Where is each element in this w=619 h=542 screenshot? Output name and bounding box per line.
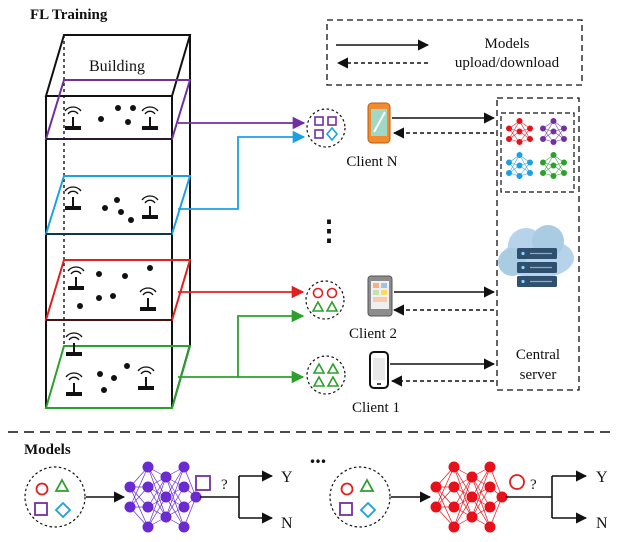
clients-ellipsis: ⋮ (315, 216, 343, 247)
input-data-left (24, 466, 86, 528)
client-1-phone-icon (369, 351, 389, 389)
output-yes-right: Y (596, 469, 608, 486)
models-title: Models (24, 442, 71, 458)
server-model-purple-icon (540, 118, 567, 145)
client-server-links (390, 112, 496, 387)
client-1-data (306, 355, 346, 395)
central-server: Central server (496, 97, 580, 391)
legend: Models upload/download (326, 19, 583, 86)
client-2-tablet-icon (367, 275, 393, 317)
client-1-label: Client 1 (352, 400, 400, 416)
model-left: ? Y N (24, 461, 293, 533)
server-label-line1: Central (516, 347, 560, 363)
neural-network-red-icon (430, 461, 508, 533)
server-model-red-icon (506, 118, 533, 145)
output-no-left: N (281, 515, 293, 532)
neural-network-purple-icon (124, 461, 202, 533)
client-n-phone-icon (367, 102, 391, 144)
input-data-right (329, 466, 391, 528)
fl-training-title: FL Training (30, 7, 108, 23)
client-n-data (306, 108, 346, 148)
client-2-data (305, 280, 345, 320)
server-model-green-icon (540, 152, 567, 179)
green-link-arrow-2 (178, 309, 305, 378)
cyan-link-arrow (178, 130, 306, 210)
floor-green (44, 345, 192, 409)
legend-download-label: upload/download (455, 55, 560, 71)
floor-red (44, 259, 192, 321)
floor-cyan (44, 175, 192, 235)
server-label-line2: server (520, 367, 557, 383)
building: Building (44, 34, 192, 409)
legend-upload-label: Models (485, 36, 530, 52)
client-2-label: Client 2 (349, 326, 397, 342)
server-model-cyan-icon (506, 152, 533, 179)
building-label: Building (89, 58, 145, 75)
output-yes-left: Y (281, 469, 293, 486)
cloud-server-icon (498, 225, 574, 287)
floor-client-links (178, 116, 306, 384)
model-right: ? Y N (329, 461, 608, 533)
client-n-label: Client N (346, 154, 397, 170)
output-no-right: N (596, 515, 608, 532)
query-circle-icon (509, 474, 525, 490)
models-ellipsis: ... (310, 443, 327, 468)
query-mark-left: ? (221, 477, 228, 493)
query-mark-right: ? (530, 477, 537, 493)
query-square-icon (195, 475, 211, 491)
